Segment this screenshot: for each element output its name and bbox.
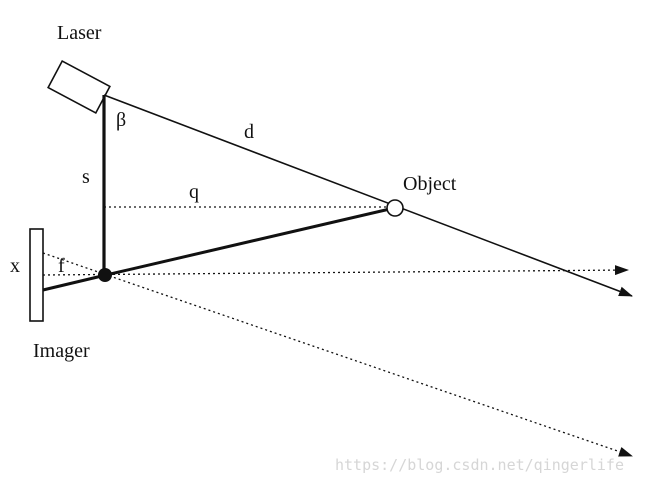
f-label: f [58,255,65,277]
imager-ray-line [42,273,107,292]
s-label: s [82,166,90,188]
imager-box [29,228,44,322]
imager-label: Imager [33,340,90,362]
object-circle [386,199,404,217]
x-label: x [10,255,20,277]
laser-box [47,59,111,115]
reflected-ray-line [105,206,395,277]
q-label: q [189,181,199,203]
beta-label: β [116,109,126,131]
diagonal-dotted-arrow [42,252,633,457]
object-label: Object [403,173,457,195]
watermark-text: https://blog.csdn.net/qingerlife [335,456,624,474]
lens-dot [98,268,112,282]
d-label: d [244,121,254,143]
laser-beam-line [103,94,633,297]
laser-label: Laser [57,22,102,44]
